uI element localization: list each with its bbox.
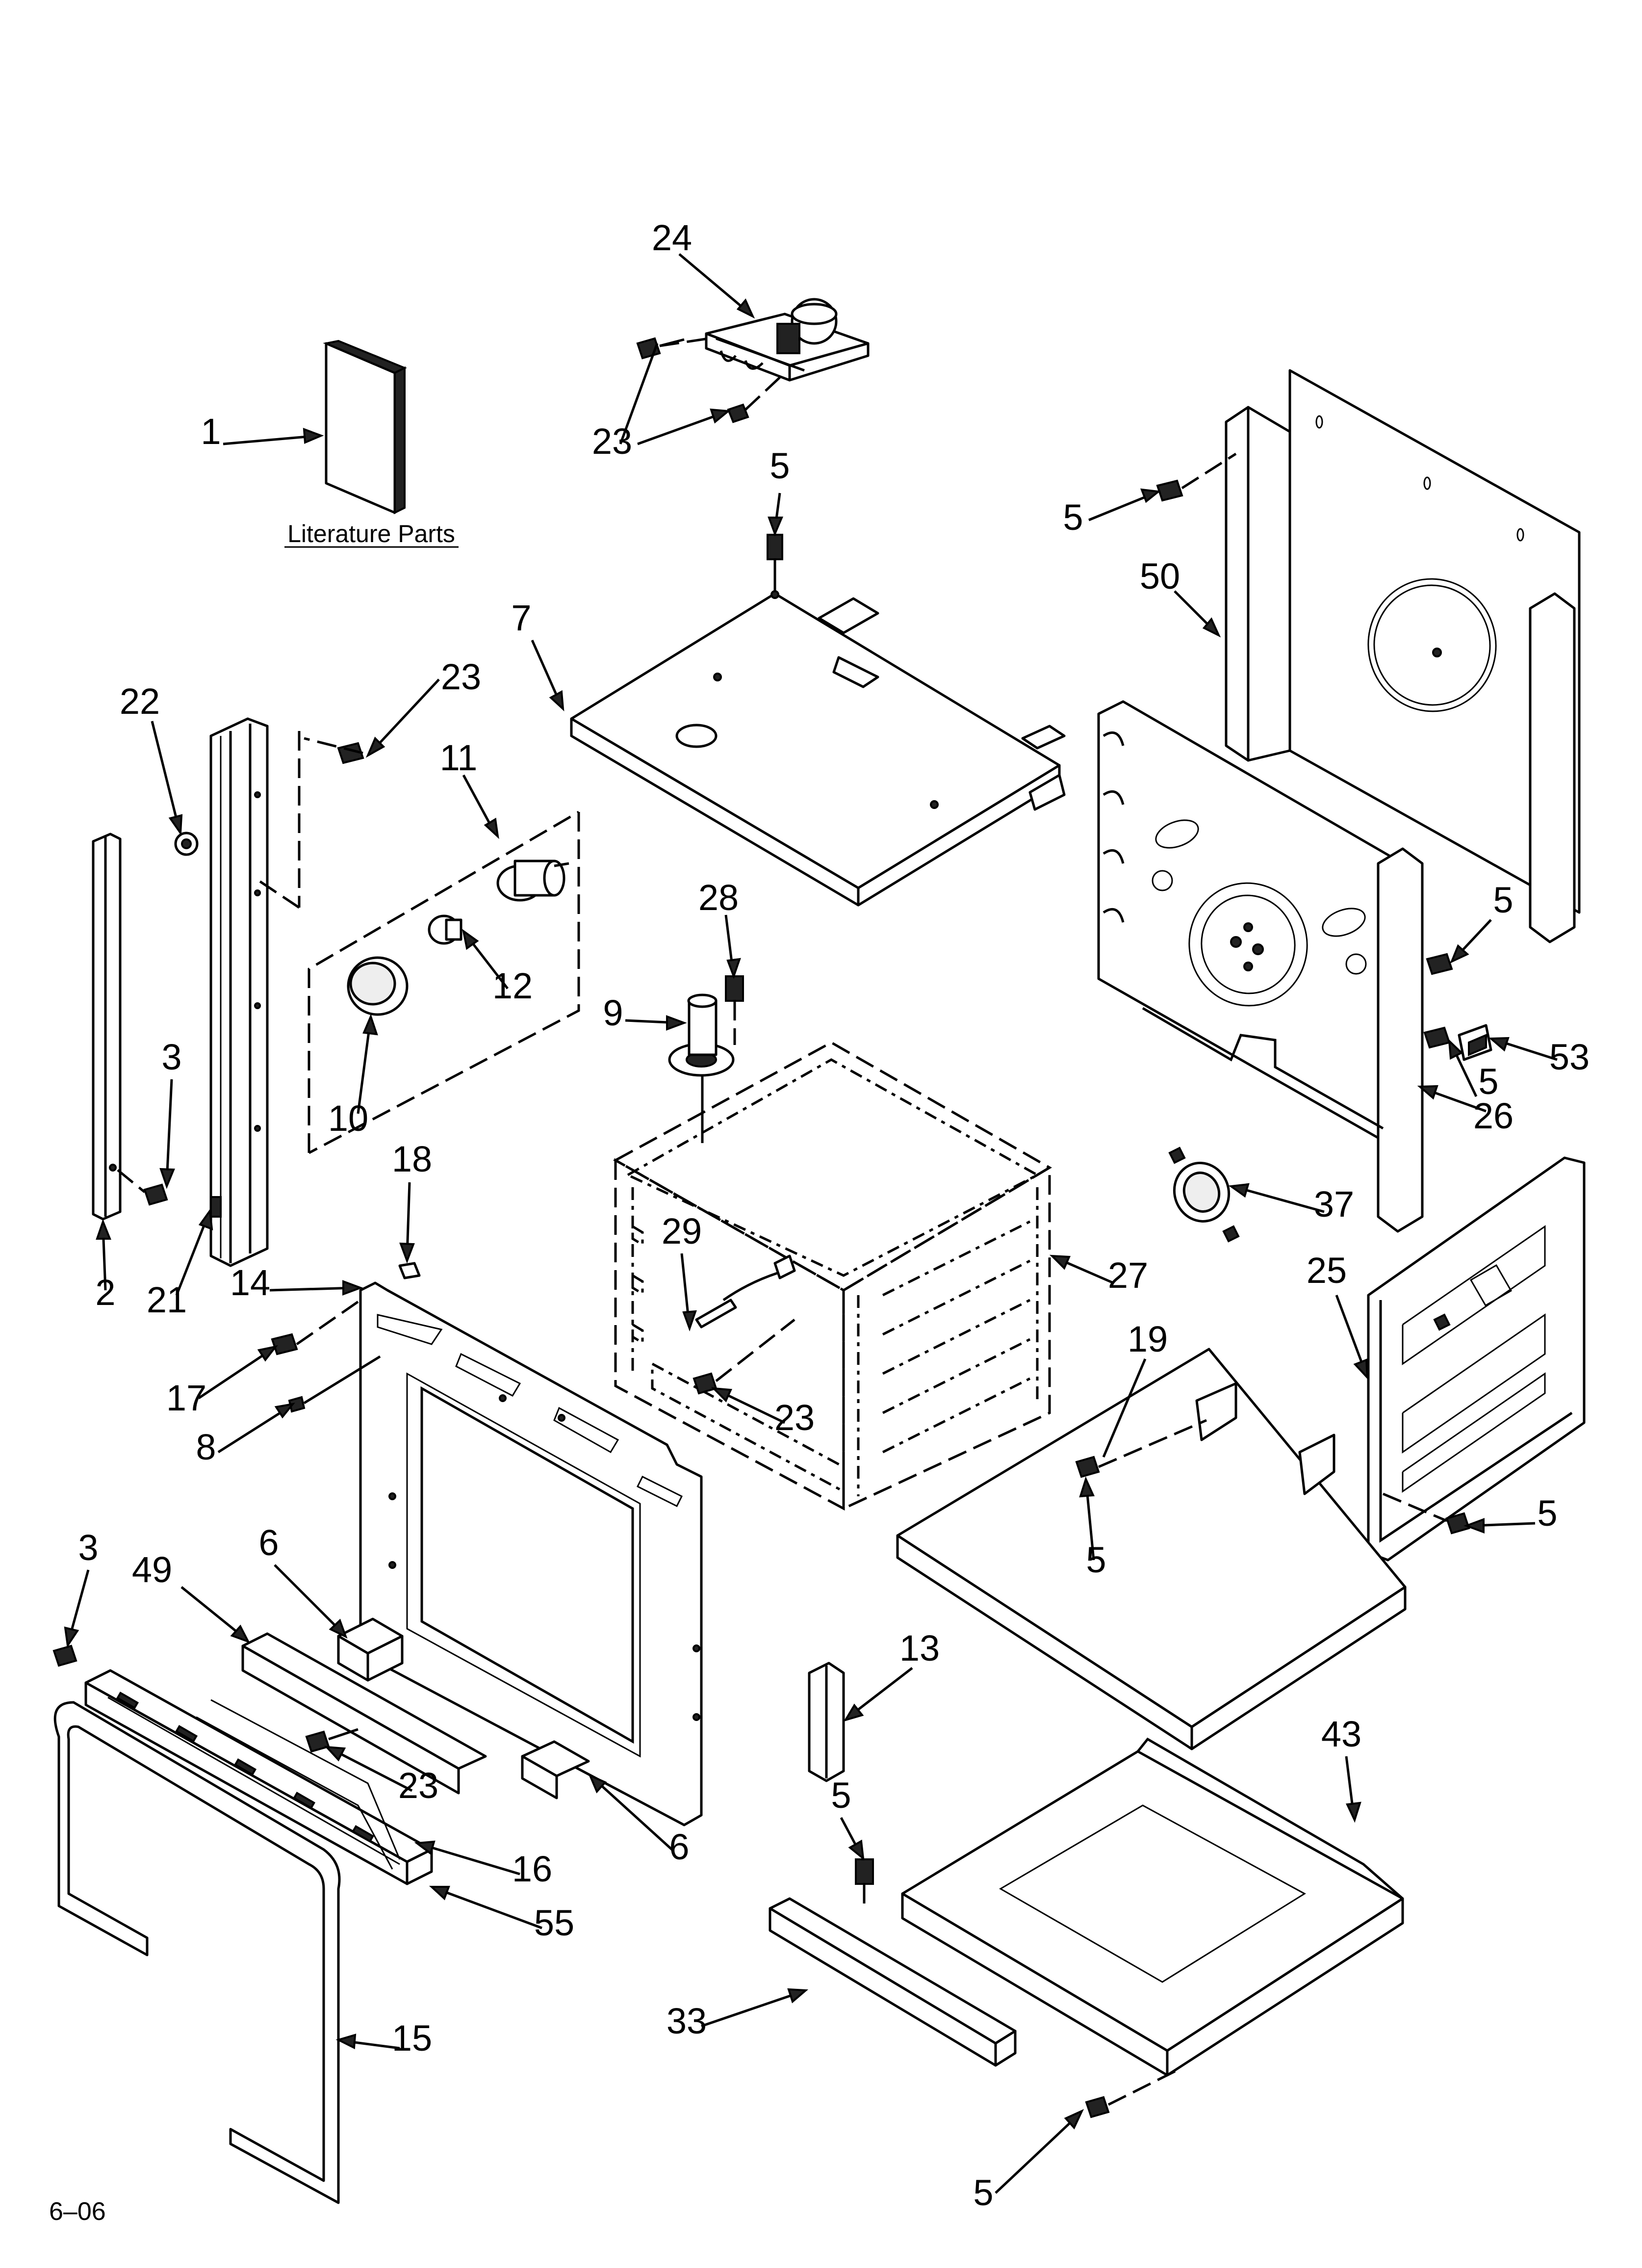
- convection-back-panel-26: [1097, 700, 1424, 1233]
- callout-c23d: 23: [398, 1765, 438, 1806]
- callout-leaders: [64, 253, 1558, 2194]
- literature-parts-caption: Literature Parts: [287, 520, 455, 547]
- callout-c27: 27: [1108, 1255, 1148, 1296]
- screw-17: [271, 1299, 361, 1356]
- callout-c3b: 3: [78, 1527, 98, 1568]
- callout-c5g: 5: [831, 1775, 851, 1816]
- callout-c17: 17: [166, 1378, 206, 1418]
- oven-cavity-27: [613, 1041, 1052, 1511]
- callout-c2: 2: [95, 1272, 115, 1313]
- thermal-switch-37: [1168, 1147, 1240, 1243]
- callout-c11: 11: [440, 737, 478, 778]
- front-frame-rail-21: [209, 717, 269, 1267]
- callout-c13: 13: [899, 1628, 940, 1668]
- screw-kick-plate: [855, 1858, 874, 1903]
- knob-12: [428, 914, 462, 945]
- callout-c29: 29: [662, 1211, 702, 1251]
- callout-c9: 9: [603, 992, 623, 1033]
- callout-c43: 43: [1321, 1714, 1361, 1754]
- screw-rear-panel: [1156, 452, 1237, 502]
- callout-c24: 24: [652, 217, 692, 258]
- callout-c5f: 5: [1537, 1493, 1557, 1534]
- probe-sensor-9: [668, 993, 735, 1143]
- callout-c7: 7: [511, 598, 531, 638]
- callout-c23c: 23: [774, 1397, 815, 1438]
- callout-c6a: 6: [258, 1522, 279, 1563]
- screw-side-panel: [1383, 1492, 1470, 1535]
- trim-strip-2: [92, 833, 122, 1221]
- bracket-13: [808, 1662, 845, 1782]
- callout-c8: 8: [196, 1427, 216, 1467]
- callout-c55: 55: [534, 1903, 574, 1943]
- screws-latch: [636, 337, 786, 423]
- callout-c22: 22: [120, 681, 160, 722]
- screw-trim-23: [305, 1728, 359, 1753]
- screw-base-pan: [1085, 2069, 1178, 2118]
- screw-rail-23: [254, 731, 364, 909]
- door-gasket-15: [53, 1701, 341, 2204]
- callout-c12: 12: [492, 965, 533, 1006]
- callout-c5b: 5: [1063, 497, 1083, 538]
- nut-18: [398, 1262, 421, 1279]
- literature-parts-book: Literature Parts: [284, 339, 459, 548]
- bumper-22: [174, 832, 199, 856]
- callout-c5c: 5: [1493, 880, 1513, 920]
- callout-c5a: 5: [770, 445, 790, 486]
- footer-code: 6–06: [49, 2197, 106, 2226]
- latch-motor-assembly: [705, 298, 870, 382]
- screw-bottom-tray: [1075, 1419, 1207, 1478]
- kick-plate-33: [769, 1897, 1017, 2067]
- callout-c16: 16: [512, 1849, 552, 1889]
- callout-c5d: 5: [1478, 1061, 1498, 1102]
- callout-c1: 1: [201, 411, 221, 452]
- front-frame-14: [359, 1281, 703, 1826]
- screw-top-panel: [767, 534, 783, 591]
- callout-c5e: 5: [1086, 1539, 1106, 1580]
- callout-c14: 14: [230, 1262, 270, 1303]
- shield-16: [196, 1699, 401, 1870]
- callout-c49: 49: [132, 1549, 172, 1590]
- rear-panel-50: [1225, 369, 1581, 943]
- callout-labels: 1233555555556678910111213141516171819212…: [78, 217, 1590, 2213]
- callout-c28: 28: [698, 877, 739, 918]
- screw-3-lower: [52, 1644, 77, 1667]
- knob-10: [347, 956, 409, 1016]
- top-panel: [570, 590, 1066, 907]
- spacer-6b: [521, 1740, 590, 1799]
- callout-c53: 53: [1549, 1037, 1590, 1077]
- callout-c6b: 6: [669, 1826, 689, 1867]
- screw-cavity-23: [693, 1319, 795, 1395]
- callout-c25: 25: [1307, 1250, 1347, 1291]
- callout-c10: 10: [328, 1098, 368, 1139]
- callout-c50: 50: [1140, 556, 1180, 597]
- callout-c21: 21: [147, 1279, 187, 1320]
- callout-c23b: 23: [441, 656, 481, 697]
- callout-c18: 18: [392, 1139, 432, 1179]
- selector-switch: [496, 860, 569, 902]
- strip-49: [241, 1632, 487, 1795]
- bracket-53: [1458, 1024, 1492, 1061]
- screws-back-panel: [1423, 953, 1453, 1049]
- callout-c5h: 5: [973, 2172, 993, 2213]
- callout-c23a: 23: [592, 421, 632, 462]
- callout-c37: 37: [1314, 1184, 1354, 1225]
- callout-c19: 19: [1128, 1319, 1168, 1359]
- callout-c15: 15: [392, 2018, 432, 2059]
- screw-28: [725, 975, 744, 1045]
- callout-c26: 26: [1473, 1095, 1514, 1136]
- callout-c33: 33: [667, 2001, 707, 2041]
- switch-group-11: [308, 810, 580, 1154]
- pin-8: [288, 1355, 381, 1413]
- callout-c3a: 3: [161, 1037, 181, 1077]
- base-pan-43: [901, 1737, 1404, 2077]
- vent-trim-55: [84, 1669, 433, 1885]
- cavity-racks: [631, 1220, 1031, 1454]
- harness-29: [695, 1254, 796, 1329]
- spacer-6a: [337, 1617, 404, 1682]
- bottom-tray-19: [896, 1348, 1407, 1750]
- screw-3-upper: [117, 1169, 168, 1206]
